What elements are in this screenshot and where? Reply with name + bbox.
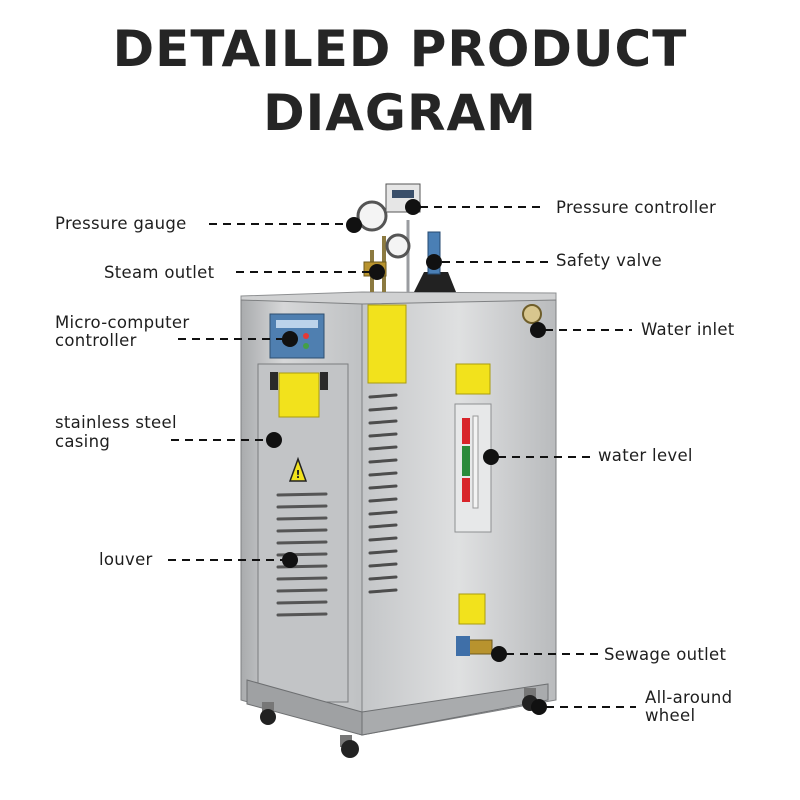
- label-louver: louver: [99, 550, 153, 569]
- dot-steam-outlet: [369, 264, 385, 280]
- label-water-level: water level: [598, 446, 693, 465]
- label-all-around-wheel-line-2: wheel: [645, 706, 696, 725]
- dot-safety-valve: [426, 254, 442, 270]
- label-micro-computer-controller-line-2: controller: [55, 331, 137, 350]
- label-micro-computer-controller-line-1: Micro-computer: [55, 313, 190, 332]
- dot-all-around-wheel: [531, 699, 547, 715]
- label-stainless-steel-casing-line-2: casing: [55, 432, 111, 451]
- secondary-gauge-dial: [385, 233, 411, 259]
- side-louver: [368, 393, 398, 594]
- label-pressure-controller: Pressure controller: [556, 198, 717, 217]
- front-door: [257, 363, 349, 703]
- leader-lines: [168, 206, 636, 708]
- label-steam-outlet: Steam outlet: [104, 263, 215, 282]
- dot-water-inlet: [530, 322, 546, 338]
- dot-micro-computer-controller: [282, 331, 298, 347]
- label-all-around-wheel-line-1: All-around: [645, 688, 733, 707]
- label-safety-valve: Safety valve: [556, 251, 662, 270]
- dot-water-level: [483, 449, 499, 465]
- side-sticker-small: [455, 363, 491, 395]
- dot-stainless-steel-casing: [266, 432, 282, 448]
- pressure-gauge-dial: [356, 200, 388, 232]
- side-sticker-large: [367, 304, 407, 384]
- label-sewage-outlet: Sewage outlet: [604, 645, 727, 664]
- label-water-inlet: Water inlet: [641, 320, 735, 339]
- dot-sewage-outlet: [491, 646, 507, 662]
- leader-dots: [266, 199, 547, 715]
- page-title-line-1: DETAILED PRODUCT: [112, 20, 688, 78]
- dot-louver: [282, 552, 298, 568]
- svg-text:!: !: [295, 468, 300, 481]
- dot-pressure-controller: [405, 199, 421, 215]
- bottom-sticker: [458, 593, 486, 625]
- label-stainless-steel-casing-line-1: stainless steel: [55, 413, 177, 432]
- water-inlet-fitting: [522, 304, 542, 324]
- door-sticker: [278, 372, 320, 418]
- dot-pressure-gauge: [346, 217, 362, 233]
- label-pressure-gauge: Pressure gauge: [55, 214, 187, 233]
- warning-triangle: [288, 456, 308, 482]
- safety-valve-cap: [414, 272, 456, 292]
- page-title-line-2: DIAGRAM: [263, 84, 537, 142]
